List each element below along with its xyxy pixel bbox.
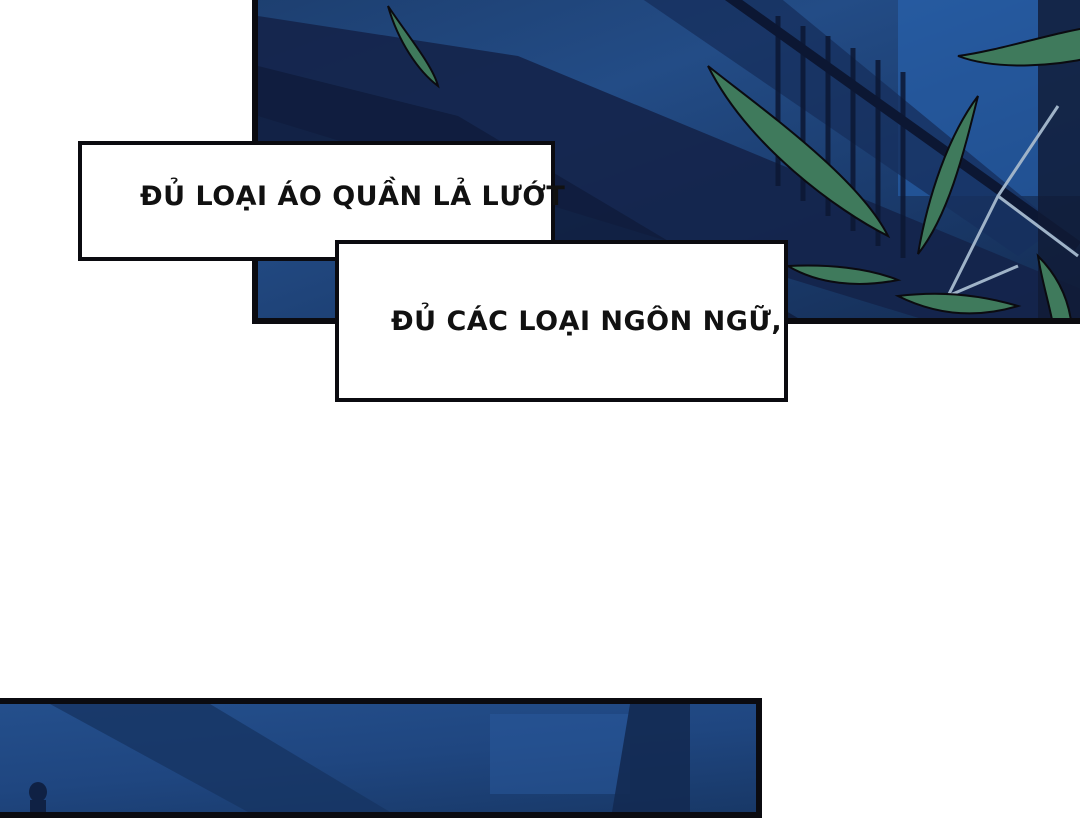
caption-text-1: ĐỦ LOẠI ÁO QUẦN LẢ LƯỚT (140, 180, 566, 212)
bottom-illustration-panel (0, 698, 762, 818)
caption-box-2: ĐỦ CÁC LOẠI NGÔN NGỮ, (335, 240, 788, 402)
night-interior-illustration (29, 704, 690, 812)
caption-text-2: ĐỦ CÁC LOẠI NGÔN NGỮ, (391, 305, 783, 337)
